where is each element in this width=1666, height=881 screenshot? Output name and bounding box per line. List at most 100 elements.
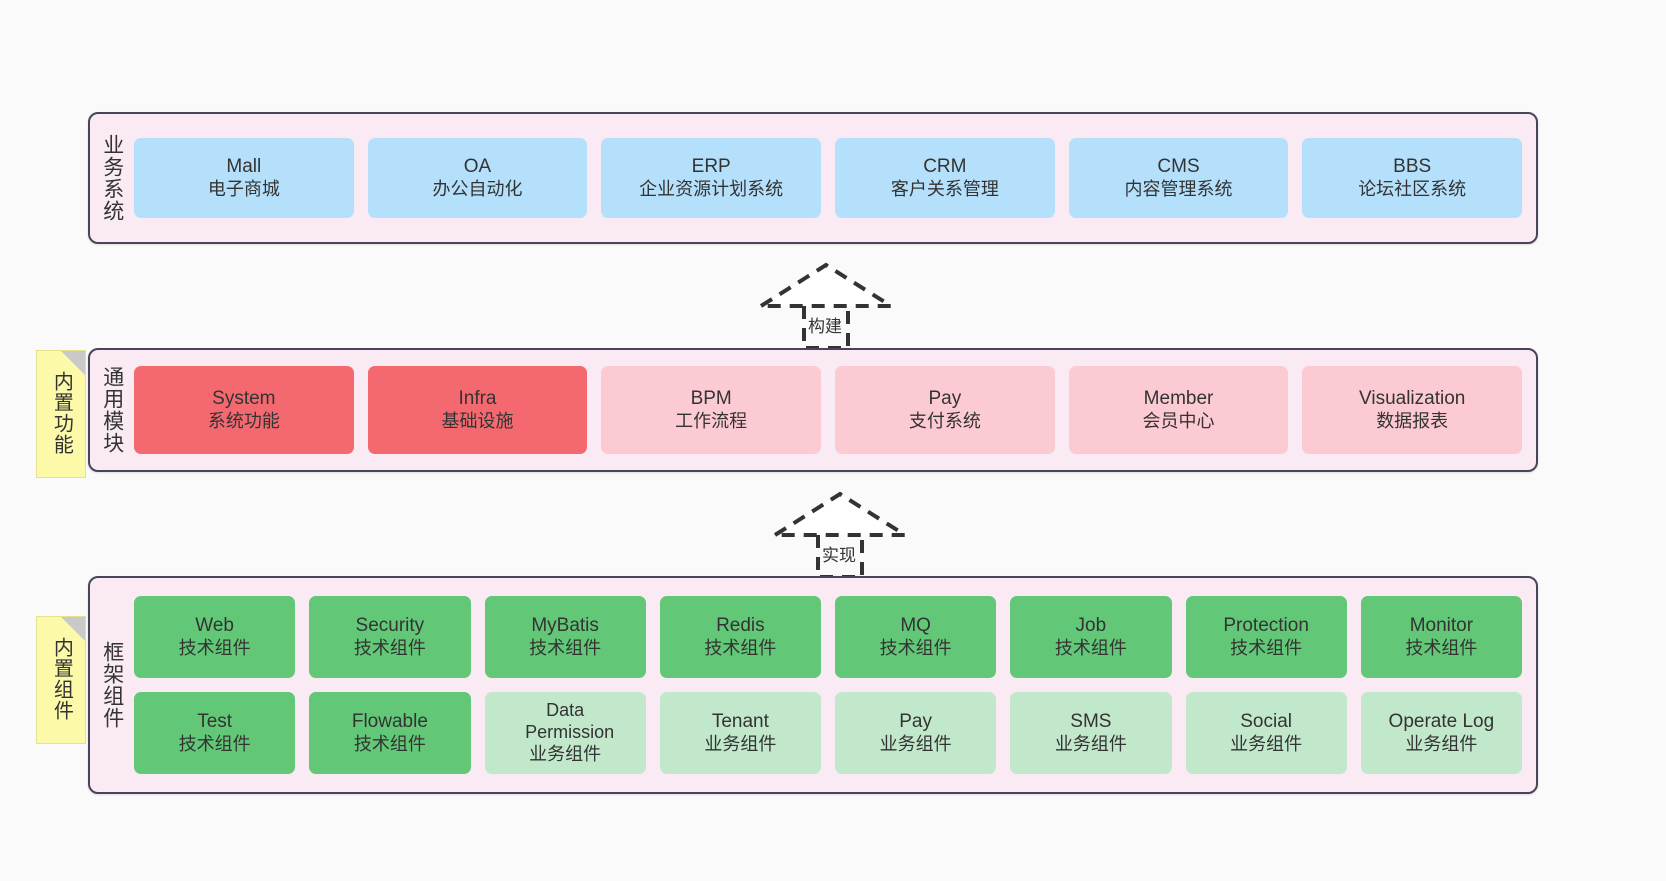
card-subtitle: 业务组件 — [529, 743, 602, 764]
connector-implement: 实现 — [768, 487, 920, 579]
card-test[interactable]: Test 技术组件 — [134, 692, 296, 774]
connector-build-label: 构建 — [808, 317, 842, 336]
card-title: MyBatis — [531, 615, 599, 637]
card-title: CMS — [1157, 156, 1200, 178]
card-subtitle: 客户关系管理 — [890, 178, 999, 199]
card-subtitle: 业务组件 — [879, 733, 952, 754]
card-mq[interactable]: MQ 技术组件 — [835, 596, 997, 678]
connector-implement-label: 实现 — [822, 546, 856, 565]
card-title: System — [212, 388, 276, 410]
note-fold-corner-icon — [61, 617, 85, 641]
card-title: Data Permission — [525, 700, 615, 743]
card-title: Flowable — [351, 711, 428, 733]
framework-business-row: Test 技术组件 Flowable 技术组件 Data Permission … — [134, 692, 1522, 774]
card-subtitle: 会员中心 — [1142, 410, 1215, 431]
note-label: 内置组件 — [50, 637, 73, 721]
card-title: SMS — [1070, 711, 1112, 733]
card-title: Test — [197, 711, 233, 733]
card-title: Job — [1075, 615, 1107, 637]
card-member[interactable]: Member 会员中心 — [1068, 366, 1289, 454]
card-title: Pay — [899, 711, 932, 733]
card-subtitle: 电子商城 — [207, 178, 280, 199]
card-erp[interactable]: ERP 企业资源计划系统 — [601, 138, 822, 218]
card-subtitle: 支付系统 — [908, 410, 981, 431]
card-monitor[interactable]: Monitor 技术组件 — [1360, 596, 1522, 678]
card-crm[interactable]: CRM 客户关系管理 — [835, 138, 1055, 218]
card-oa[interactable]: OA 办公自动化 — [367, 138, 588, 218]
card-title: Tenant — [711, 711, 769, 733]
card-title: Mall — [226, 156, 262, 178]
card-mybatis[interactable]: MyBatis 技术组件 — [484, 596, 646, 678]
card-title: Operate Log — [1388, 711, 1495, 733]
card-sms[interactable]: SMS 业务组件 — [1010, 692, 1172, 774]
card-operate-log[interactable]: Operate Log 业务组件 — [1360, 692, 1522, 774]
card-title: Monitor — [1409, 615, 1474, 637]
connector-build: 构建 — [754, 258, 906, 350]
card-title: ERP — [691, 156, 731, 178]
card-subtitle: 业务组件 — [1054, 733, 1127, 754]
card-mall[interactable]: Mall 电子商城 — [134, 138, 354, 218]
card-protection[interactable]: Protection 技术组件 — [1185, 596, 1347, 678]
framework-tech-row: Web 技术组件 Security 技术组件 MyBatis 技术组件 Redi… — [134, 596, 1522, 678]
card-security[interactable]: Security 技术组件 — [309, 596, 471, 678]
card-data-permission[interactable]: Data Permission 业务组件 — [484, 692, 646, 774]
card-title: BPM — [690, 388, 732, 410]
card-subtitle: 技术组件 — [353, 733, 426, 754]
card-system[interactable]: System 系统功能 — [134, 366, 354, 454]
card-title: CRM — [923, 156, 967, 178]
card-infra[interactable]: Infra 基础设施 — [367, 366, 588, 454]
note-builtin-component: 内置组件 — [36, 616, 86, 744]
build-arrow-icon — [754, 262, 898, 350]
card-title: OA — [463, 156, 492, 178]
card-social[interactable]: Social 业务组件 — [1185, 692, 1347, 774]
card-subtitle: 技术组件 — [1054, 637, 1127, 658]
card-title: MQ — [900, 615, 931, 637]
card-job[interactable]: Job 技术组件 — [1010, 596, 1172, 678]
layer-title-framework: 框架组件 — [100, 641, 124, 729]
framework-card-rows: Web 技术组件 Security 技术组件 MyBatis 技术组件 Redi… — [134, 580, 1522, 790]
card-title: Security — [355, 615, 425, 637]
card-bpm[interactable]: BPM 工作流程 — [601, 366, 822, 454]
card-subtitle: 技术组件 — [1405, 637, 1478, 658]
card-tenant[interactable]: Tenant 业务组件 — [659, 692, 821, 774]
common-card-row: System 系统功能 Infra 基础设施 BPM 工作流程 Pay 支付系统… — [134, 366, 1523, 454]
card-subtitle: 办公自动化 — [432, 178, 523, 199]
implement-arrow-icon — [768, 491, 912, 579]
layer-body-common: System 系统功能 Infra 基础设施 BPM 工作流程 Pay 支付系统… — [134, 350, 1536, 470]
card-subtitle: 技术组件 — [704, 637, 777, 658]
card-subtitle: 业务组件 — [704, 733, 777, 754]
layer-body-business: Mall 电子商城 OA 办公自动化 ERP 企业资源计划系统 CRM 客户关系… — [134, 114, 1536, 242]
card-subtitle: 系统功能 — [207, 410, 280, 431]
card-title: Redis — [716, 615, 765, 637]
card-title: Pay — [928, 388, 962, 410]
layer-business-system: 业务系统 Mall 电子商城 OA 办公自动化 ERP 企业资源计划系统 CRM… — [88, 112, 1538, 244]
card-bbs[interactable]: BBS 论坛社区系统 — [1302, 138, 1523, 218]
card-redis[interactable]: Redis 技术组件 — [659, 596, 821, 678]
card-title: BBS — [1393, 156, 1432, 178]
card-flowable[interactable]: Flowable 技术组件 — [309, 692, 471, 774]
card-title: Social — [1240, 711, 1292, 733]
note-fold-corner-icon — [61, 351, 85, 375]
card-pay-component[interactable]: Pay 业务组件 — [835, 692, 997, 774]
card-web[interactable]: Web 技术组件 — [134, 596, 296, 678]
layer-framework-component: 框架组件 Web 技术组件 Security 技术组件 MyBatis 技术组件 — [88, 576, 1538, 794]
card-pay-module[interactable]: Pay 支付系统 — [835, 366, 1055, 454]
card-visualization[interactable]: Visualization 数据报表 — [1302, 366, 1523, 454]
layer-title-common: 通用模块 — [100, 366, 124, 454]
layer-body-framework: Web 技术组件 Security 技术组件 MyBatis 技术组件 Redi… — [134, 578, 1536, 792]
card-subtitle: 工作流程 — [675, 410, 748, 431]
layer-title-business: 业务系统 — [100, 134, 124, 222]
card-subtitle: 业务组件 — [1230, 733, 1303, 754]
card-title: Protection — [1223, 615, 1309, 637]
card-subtitle: 内容管理系统 — [1124, 178, 1233, 199]
business-card-row: Mall 电子商城 OA 办公自动化 ERP 企业资源计划系统 CRM 客户关系… — [134, 138, 1523, 218]
card-subtitle: 业务组件 — [1405, 733, 1478, 754]
layer-common-module: 通用模块 System 系统功能 Infra 基础设施 BPM 工作流程 Pay… — [88, 348, 1538, 472]
card-cms[interactable]: CMS 内容管理系统 — [1068, 138, 1289, 218]
card-title: Member — [1143, 388, 1214, 410]
card-subtitle: 技术组件 — [178, 637, 251, 658]
note-label: 内置功能 — [50, 371, 73, 455]
card-title: Web — [195, 615, 234, 637]
note-builtin-function: 内置功能 — [36, 350, 86, 478]
